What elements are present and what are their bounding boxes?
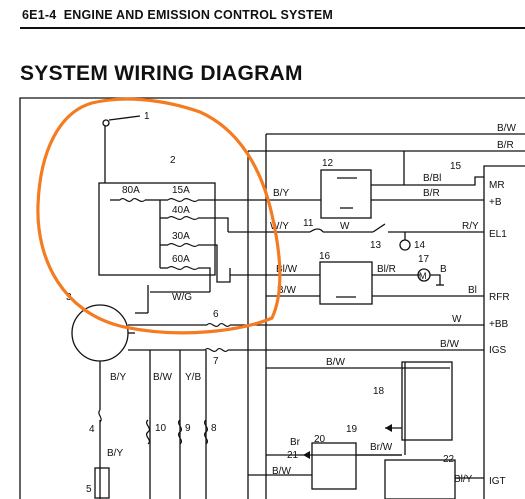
wire-label-br-21: Br	[290, 437, 301, 448]
ecm-terminal-rfr: RFR	[489, 292, 510, 303]
ecm-box	[483, 165, 525, 499]
ecm-terminal-mr: MR	[489, 180, 505, 191]
section-title: ENGINE AND EMISSION CONTROL SYSTEM	[63, 8, 334, 22]
callout-5: 5	[86, 484, 92, 495]
ecm-terminal-igt: IGT	[489, 476, 506, 487]
wire-label-b-motor: B	[440, 264, 447, 275]
wire-label-br-top: B/R	[497, 140, 514, 151]
wire-label-by-low: B/Y	[107, 448, 123, 459]
motor-symbol-m: M	[419, 271, 427, 281]
callout-22: 22	[443, 454, 455, 465]
annotation-circle	[36, 97, 282, 335]
wire-label-bw-16: B/W	[277, 285, 296, 296]
wire-label-by-sw: B/Y	[110, 372, 126, 383]
diagram-frame	[19, 97, 525, 499]
callout-14: 14	[414, 240, 426, 251]
wire-label-w-11: W	[340, 221, 350, 232]
wire-label-w-bb: W	[452, 314, 462, 325]
wire-label-blw: Bl/W	[276, 264, 298, 275]
callout-6: 6	[213, 309, 219, 320]
callout-18: 18	[373, 386, 385, 397]
fuse-15a-label: 15A	[172, 185, 190, 196]
wire-label-ry: R/Y	[462, 221, 479, 232]
callout-4: 4	[89, 424, 95, 435]
callout-2: 2	[170, 155, 176, 166]
arrow-19	[385, 424, 392, 432]
page-title: SYSTEM WIRING DIAGRAM	[20, 62, 303, 85]
fuse-80a-label: 80A	[122, 185, 140, 196]
wire-label-yb-col: Y/B	[185, 372, 201, 383]
ignition-coil-18	[401, 361, 453, 441]
indicator-lamp-14	[399, 239, 411, 251]
wire-label-bw-top: B/W	[497, 123, 516, 134]
ecm-terminal-b: +B	[489, 197, 502, 208]
ignition-switch	[71, 304, 129, 362]
fuse-30a-label: 30A	[172, 231, 190, 242]
wire-label-bl: Bl	[468, 285, 477, 296]
callout-7: 7	[213, 356, 219, 367]
callout-15: 15	[450, 161, 462, 172]
wire-label-wy: W/Y	[270, 221, 289, 232]
battery-terminal	[102, 119, 110, 127]
relay-12	[320, 169, 372, 219]
wire-label-wg: W/G	[172, 292, 192, 303]
callout-10: 10	[155, 423, 167, 434]
callout-13: 13	[370, 240, 382, 251]
wire-label-brw: Br/W	[370, 442, 393, 453]
page-header: 6E1-4 ENGINE AND EMISSION CONTROL SYSTEM	[22, 8, 333, 22]
wire-label-bw-20: B/W	[272, 466, 291, 477]
header-rule	[20, 27, 525, 29]
ecm-terminal-el1: EL1	[489, 229, 507, 240]
callout-11: 11	[303, 218, 314, 229]
callout-9: 9	[185, 423, 191, 434]
wire-label-bbl: B/Bl	[423, 173, 441, 184]
arrow-21	[303, 451, 310, 459]
fuse-60a-label: 60A	[172, 254, 190, 265]
starter-5	[94, 467, 110, 499]
callout-8: 8	[211, 423, 217, 434]
wire-label-by-fuse: B/Y	[273, 188, 289, 199]
wire-label-blr: Bl/R	[377, 264, 396, 275]
wire-label-bly: Bl/Y	[454, 474, 473, 485]
wire-label-bw-igs: B/W	[440, 339, 459, 350]
ecm-terminal-bb: +BB	[489, 319, 509, 330]
ecm-terminal-igs: IGS	[489, 345, 507, 356]
wire-label-br-mid: B/R	[423, 188, 440, 199]
callout-21: 21	[287, 450, 299, 461]
callout-12: 12	[322, 158, 334, 169]
callout-19: 19	[346, 424, 358, 435]
igniter-22	[384, 459, 456, 499]
noise-filter-20	[311, 442, 357, 490]
fuse-40a-label: 40A	[172, 205, 190, 216]
relay-16	[319, 261, 373, 305]
page-number: 6E1-4	[22, 8, 57, 22]
callout-20: 20	[314, 434, 326, 445]
callout-1: 1	[144, 111, 150, 122]
fuse-box	[98, 182, 216, 276]
callout-17: 17	[418, 254, 430, 265]
wire-label-bw-col: B/W	[153, 372, 172, 383]
wire-label-bw-mid: B/W	[326, 357, 345, 368]
callout-16: 16	[319, 251, 331, 262]
